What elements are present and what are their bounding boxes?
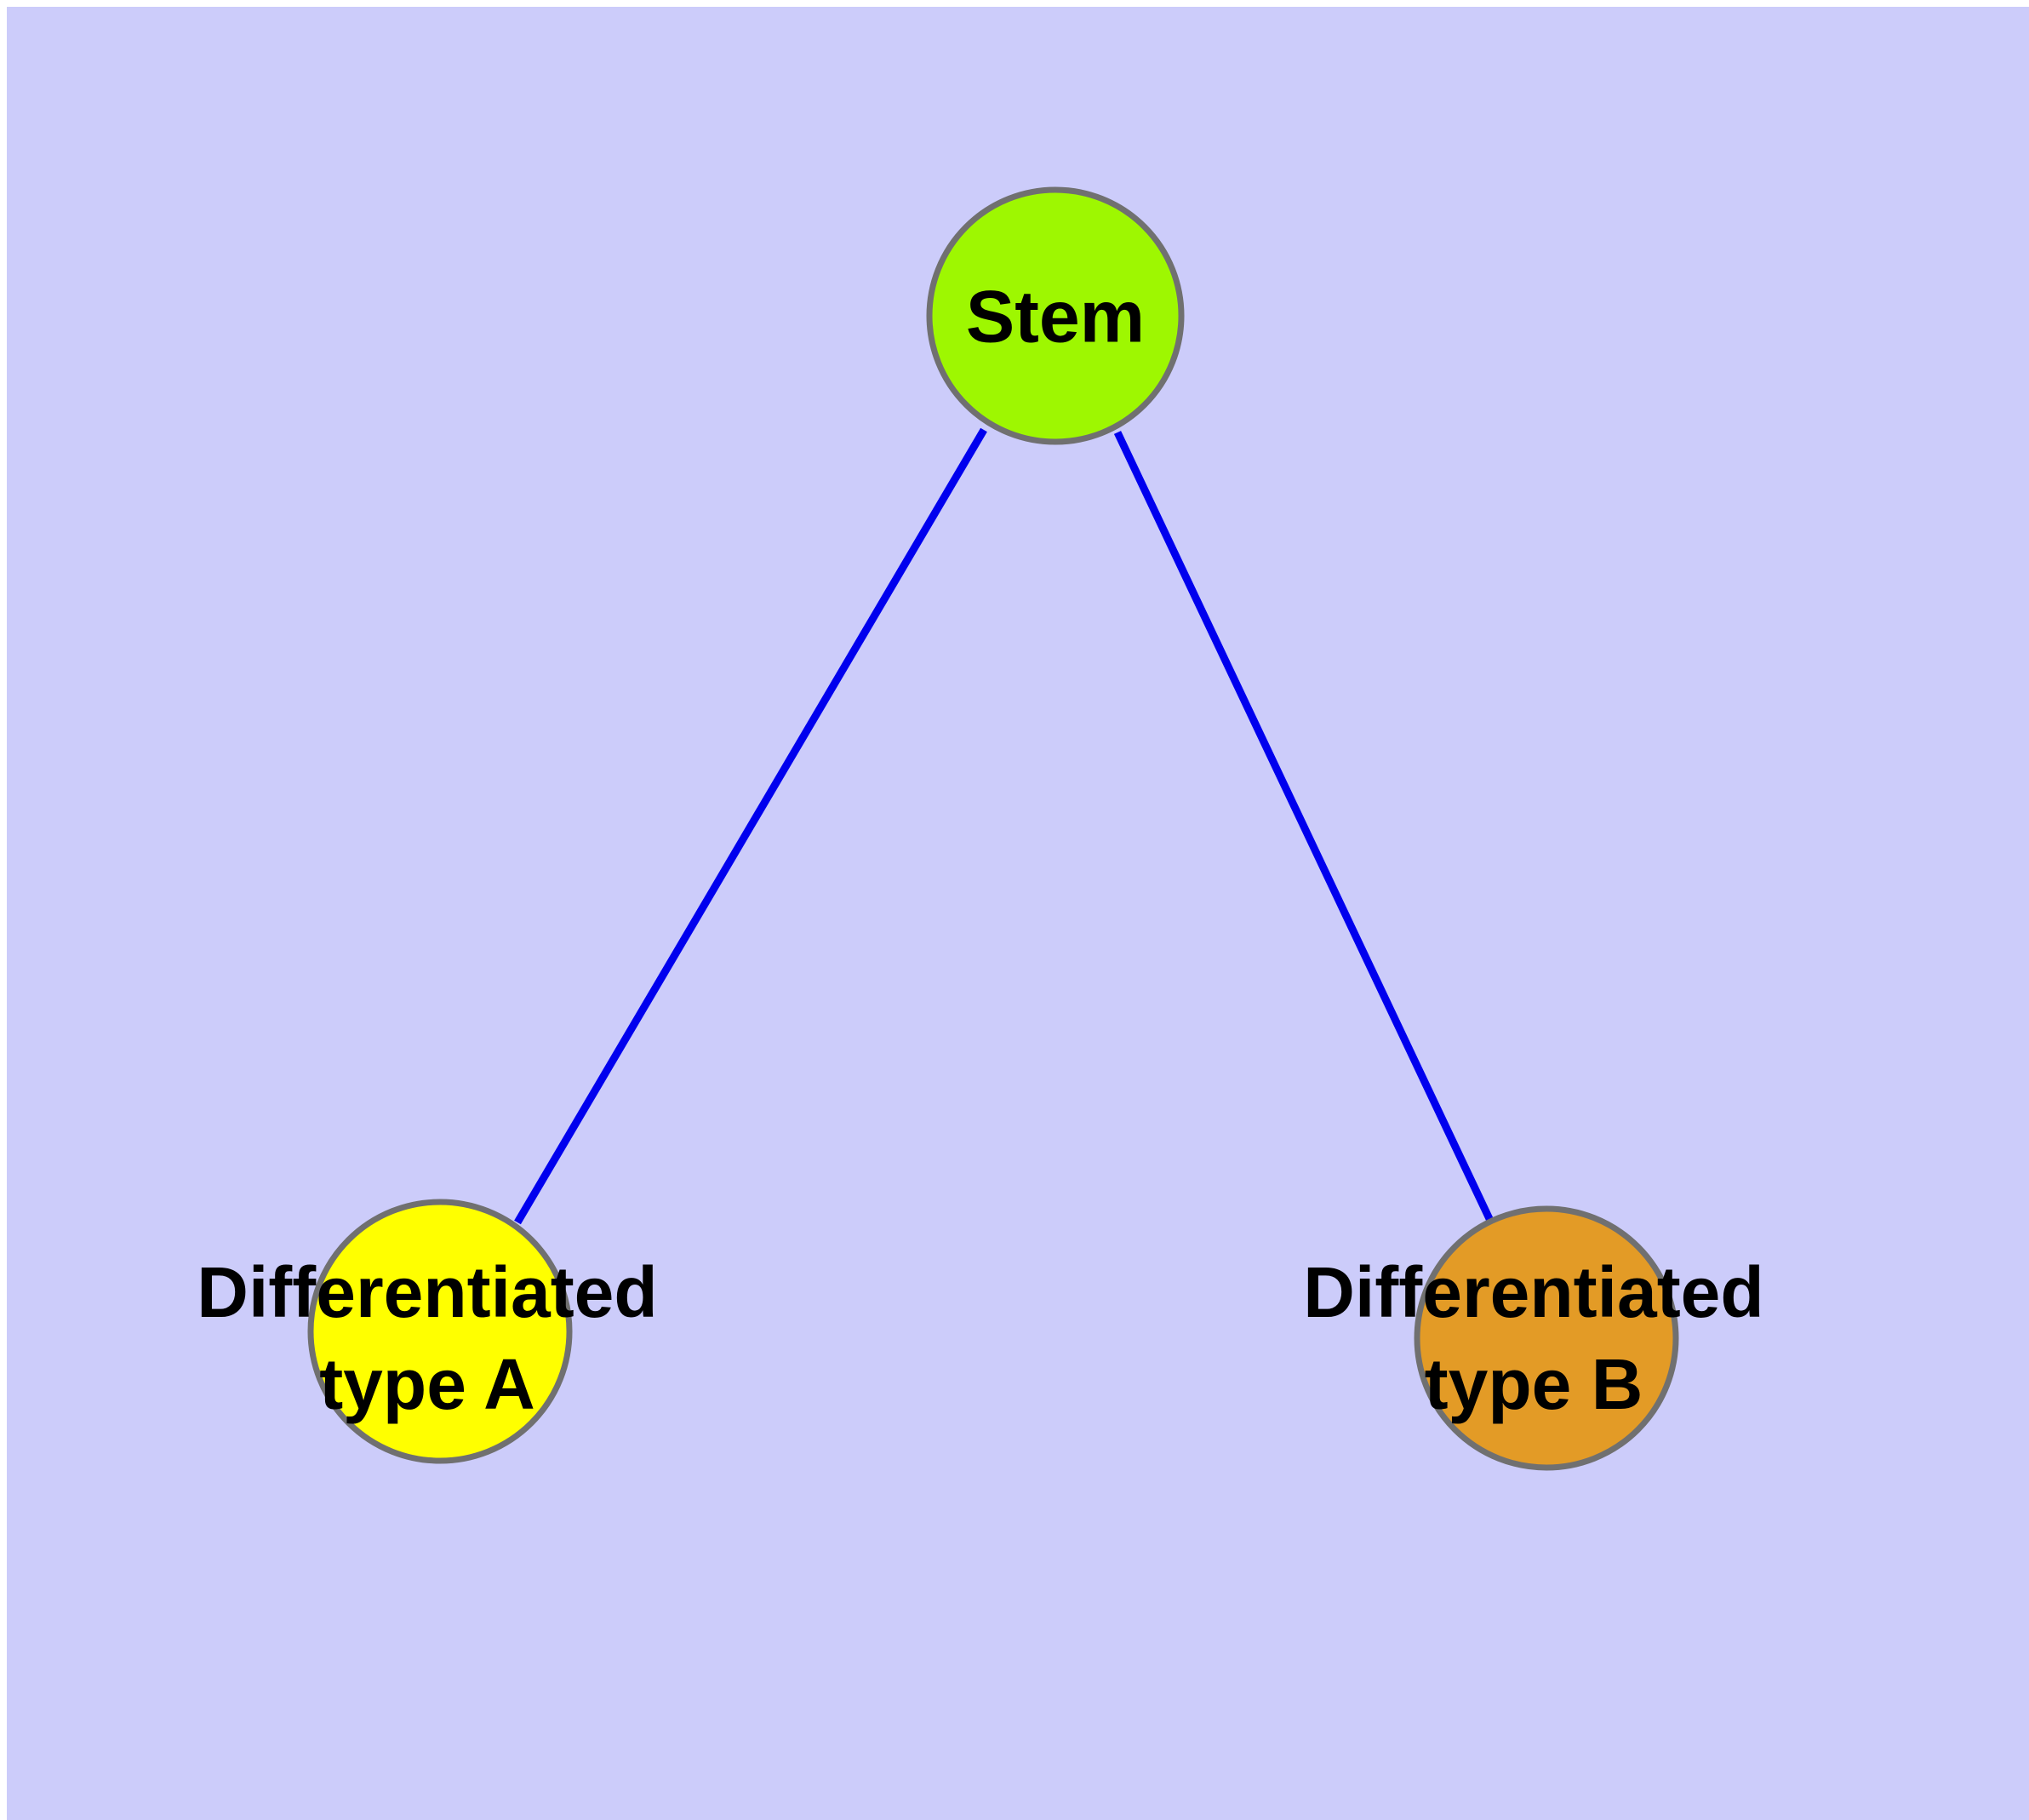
node-label-differentiated-type-a-line1: Differentiated	[197, 1252, 657, 1332]
node-stem[interactable]	[926, 186, 1185, 445]
label-layer: Stem Differentiated type A Differentiate…	[197, 277, 1763, 1424]
diagram-plot-area: Stem Differentiated type A Differentiate…	[7, 7, 2029, 1820]
node-differentiated-type-b[interactable]	[1414, 1205, 1679, 1471]
node-label-differentiated-type-b-line1: Differentiated	[1303, 1252, 1763, 1332]
node-differentiated-type-a[interactable]	[307, 1199, 573, 1464]
node-layer	[307, 186, 1679, 1471]
node-label-differentiated-type-a-line2: type A	[319, 1344, 535, 1424]
cell-lineage-graph: Stem Differentiated type A Differentiate…	[197, 186, 1764, 1471]
node-label-differentiated-type-b-line2: type B	[1425, 1344, 1643, 1424]
edge-layer	[514, 427, 1495, 1225]
node-label-stem: Stem	[966, 277, 1145, 358]
edge-stem-to-differentiated-type-b[interactable]	[1113, 431, 1495, 1224]
edge-stem-to-differentiated-type-a[interactable]	[514, 427, 987, 1225]
